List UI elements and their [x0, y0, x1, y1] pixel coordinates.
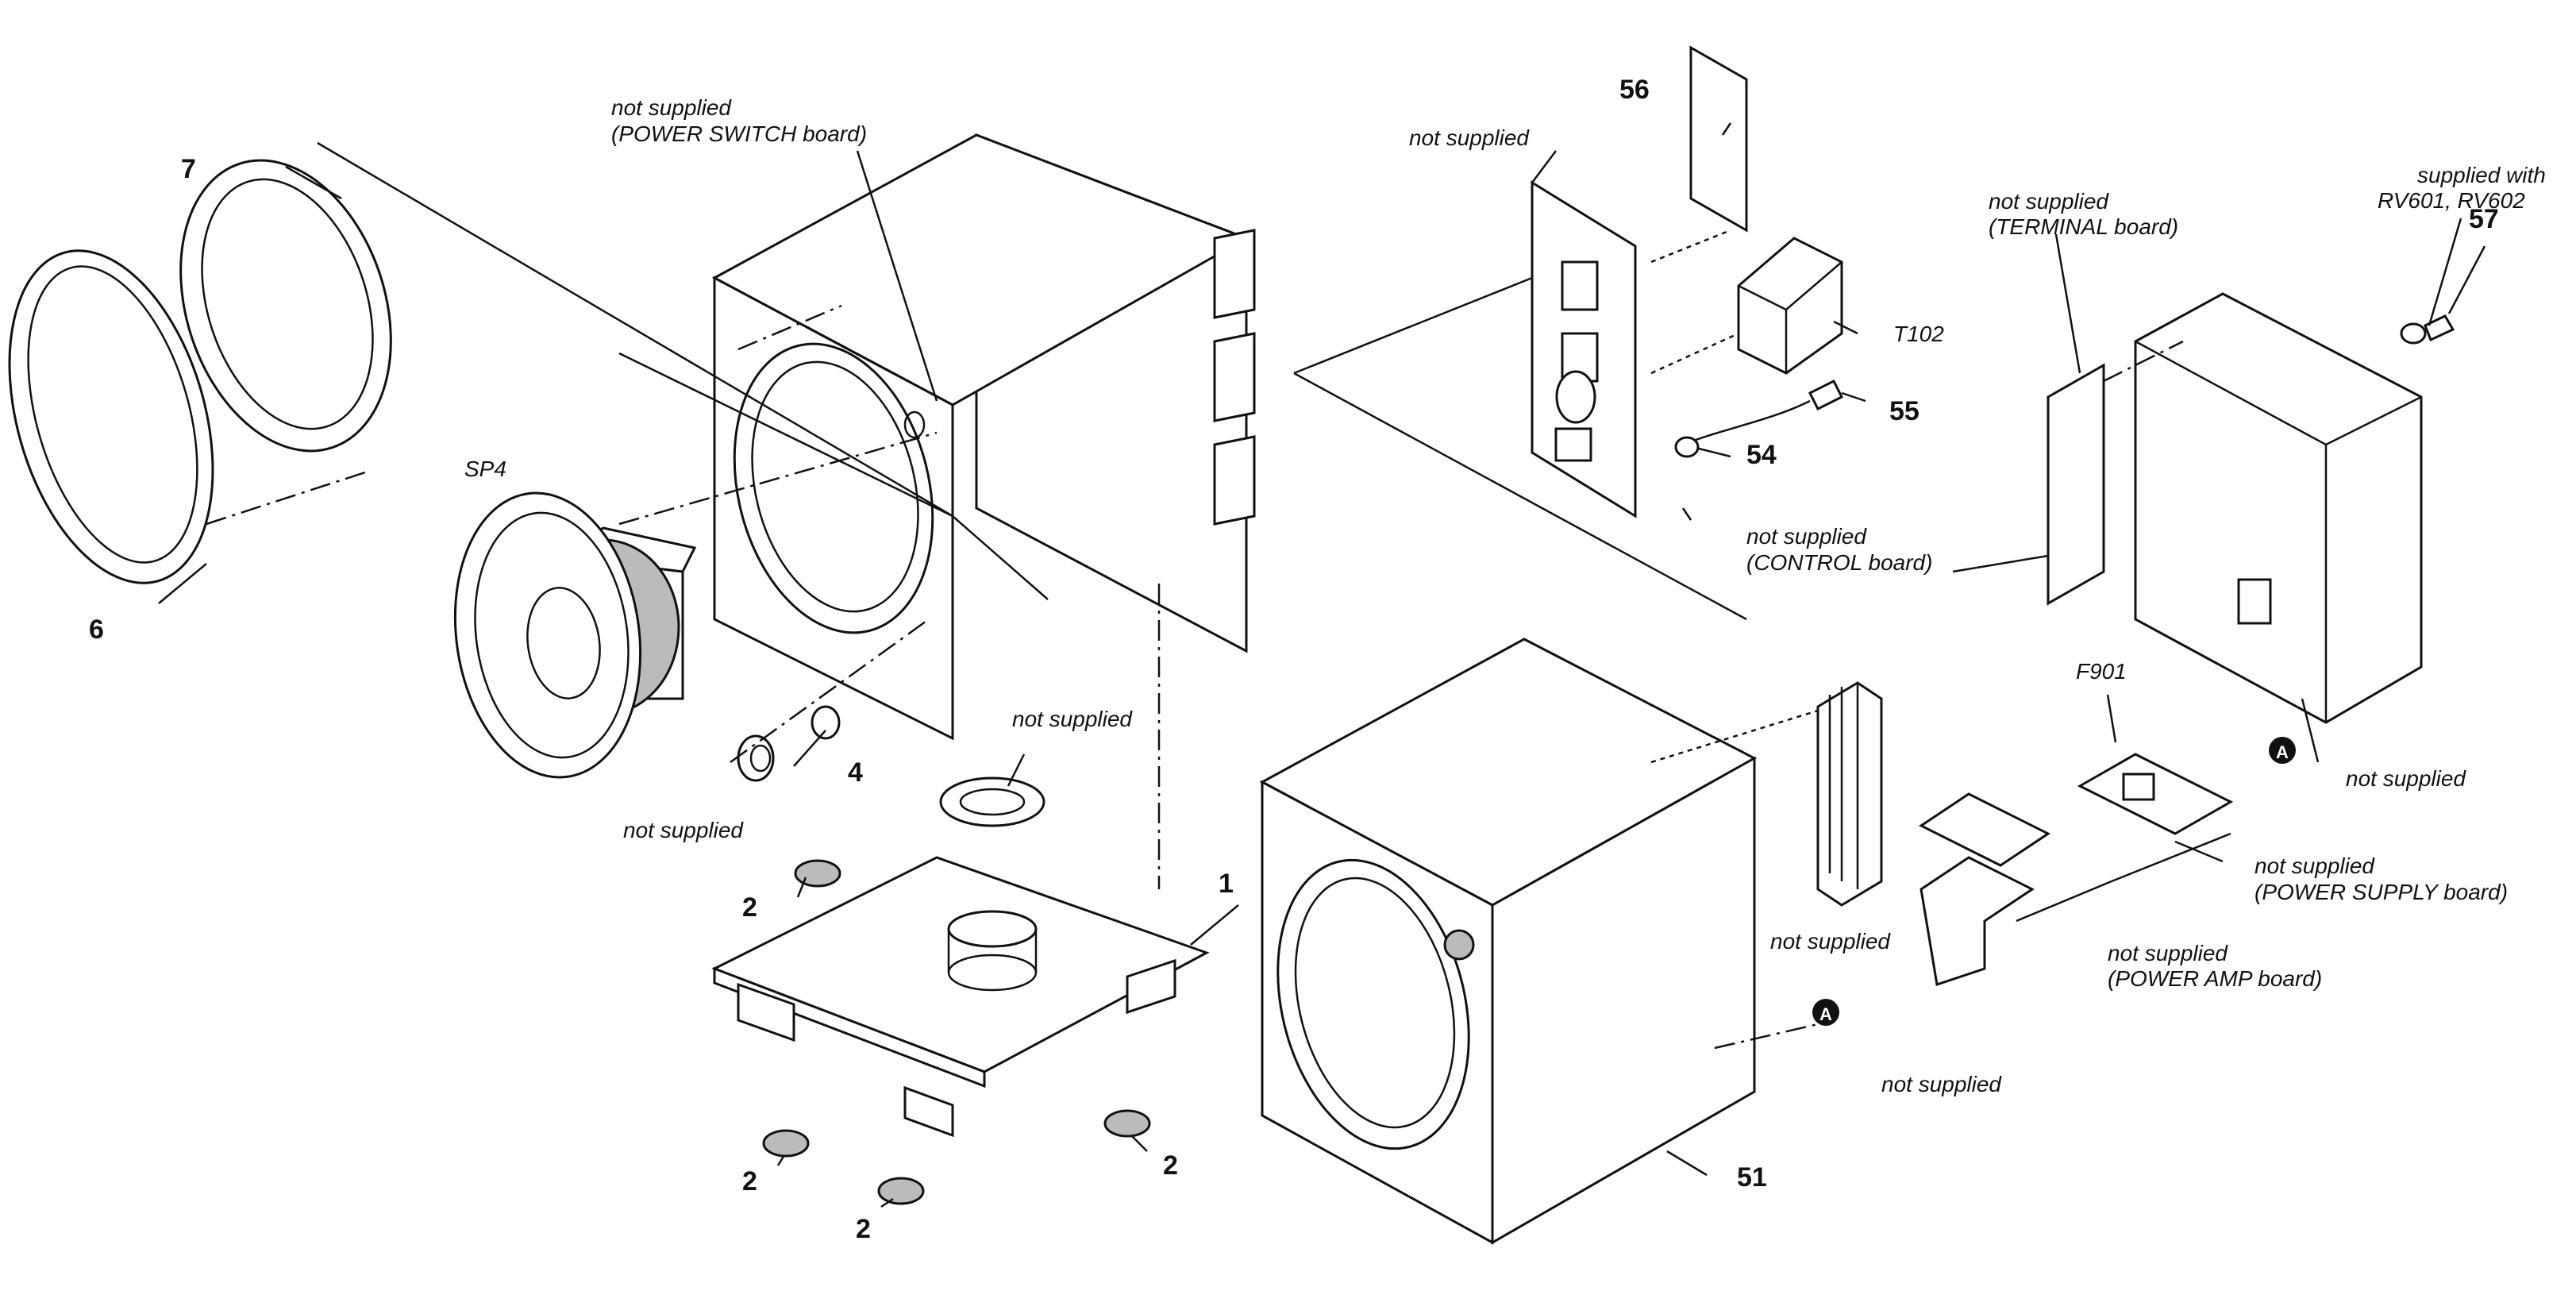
label-supplied-with-line1: supplied with: [2417, 163, 2546, 187]
label-sp4: SP4: [464, 457, 506, 481]
part-number-2c: 2: [1163, 1150, 1178, 1181]
knob-4: [811, 705, 841, 740]
label-ns-power-amp-line1: not supplied: [2108, 941, 2228, 965]
upper-enclosure: [711, 133, 1256, 741]
front-ring-6: [8, 249, 214, 584]
rear-panel-board: [1531, 180, 1637, 518]
terminal-board: [2047, 363, 2105, 606]
part-number-55: 55: [1889, 396, 1919, 426]
label-ns-top: not supplied: [1409, 125, 1530, 150]
label-ns-terminal-line1: not supplied: [1989, 189, 2109, 214]
marker-a-1: A: [2269, 737, 2296, 764]
label-t102: T102: [1893, 322, 1944, 346]
label-ns-power-supply-line2: (POWER SUPPLY board): [2254, 880, 2509, 904]
power-cord: [1674, 379, 1844, 458]
enclosure-51: [1259, 638, 1758, 1245]
part-number-7: 7: [181, 154, 196, 184]
reference-lines: [158, 141, 2231, 1050]
label-ns-power-amp-line2: (POWER AMP board): [2108, 966, 2323, 991]
feet-2: [762, 859, 1151, 1205]
chassis-frame: [2134, 292, 2423, 724]
knob-57: [2400, 314, 2455, 345]
part-number-51: 51: [1737, 1162, 1767, 1193]
power-supply-board: [2077, 694, 2234, 835]
marker-a-1-text: A: [2276, 742, 2289, 762]
label-ns-right: not supplied: [2346, 766, 2466, 791]
label-ns-terminal-line2: (TERMINAL board): [1989, 214, 2179, 239]
label-ns-grommet: not supplied: [623, 818, 744, 842]
label-ns-control-line2: (CONTROL board): [1746, 550, 1933, 575]
power-amp-board: [1919, 792, 2050, 986]
label-f901: F901: [2076, 659, 2127, 684]
label-ns-control-line1: not supplied: [1746, 524, 1867, 549]
label-ns-heatsink: not supplied: [1770, 929, 1891, 954]
part-number-56: 56: [1619, 75, 1650, 105]
part-number-1: 1: [1219, 869, 1234, 899]
heatsink: [1816, 681, 1883, 907]
marker-a-2-text: A: [1819, 1004, 1832, 1024]
bottom-plate-1: [711, 856, 1210, 1138]
label-ns-power-switch-line2: (POWER SWITCH board): [611, 121, 868, 146]
label-ns-bracket: not supplied: [1881, 1072, 2002, 1096]
part-number-57: 57: [2469, 204, 2499, 234]
label-ns-washer: not supplied: [1012, 707, 1133, 731]
speaker-sp4: [453, 491, 697, 779]
label-pointers: [285, 122, 2486, 1208]
part-number-54: 54: [1746, 440, 1777, 470]
transformer-t102: [1737, 237, 1843, 375]
port-grommet: [737, 734, 775, 782]
label-supplied-with-line2: RV601, RV602: [2378, 188, 2525, 213]
gasket-washer: [939, 776, 1045, 827]
label-ns-power-switch-line1: not supplied: [611, 95, 732, 120]
marker-a-2: A: [1812, 999, 1839, 1026]
gasket-ring-7: [179, 159, 392, 453]
part-number-2b: 2: [742, 1166, 757, 1196]
part-number-2a: 2: [742, 892, 757, 923]
part-number-4: 4: [848, 757, 863, 788]
top-plate-56: [1689, 45, 1748, 233]
label-ns-power-supply-line1: not supplied: [2254, 854, 2375, 878]
part-number-2d: 2: [856, 1214, 871, 1244]
part-number-6: 6: [89, 615, 104, 645]
